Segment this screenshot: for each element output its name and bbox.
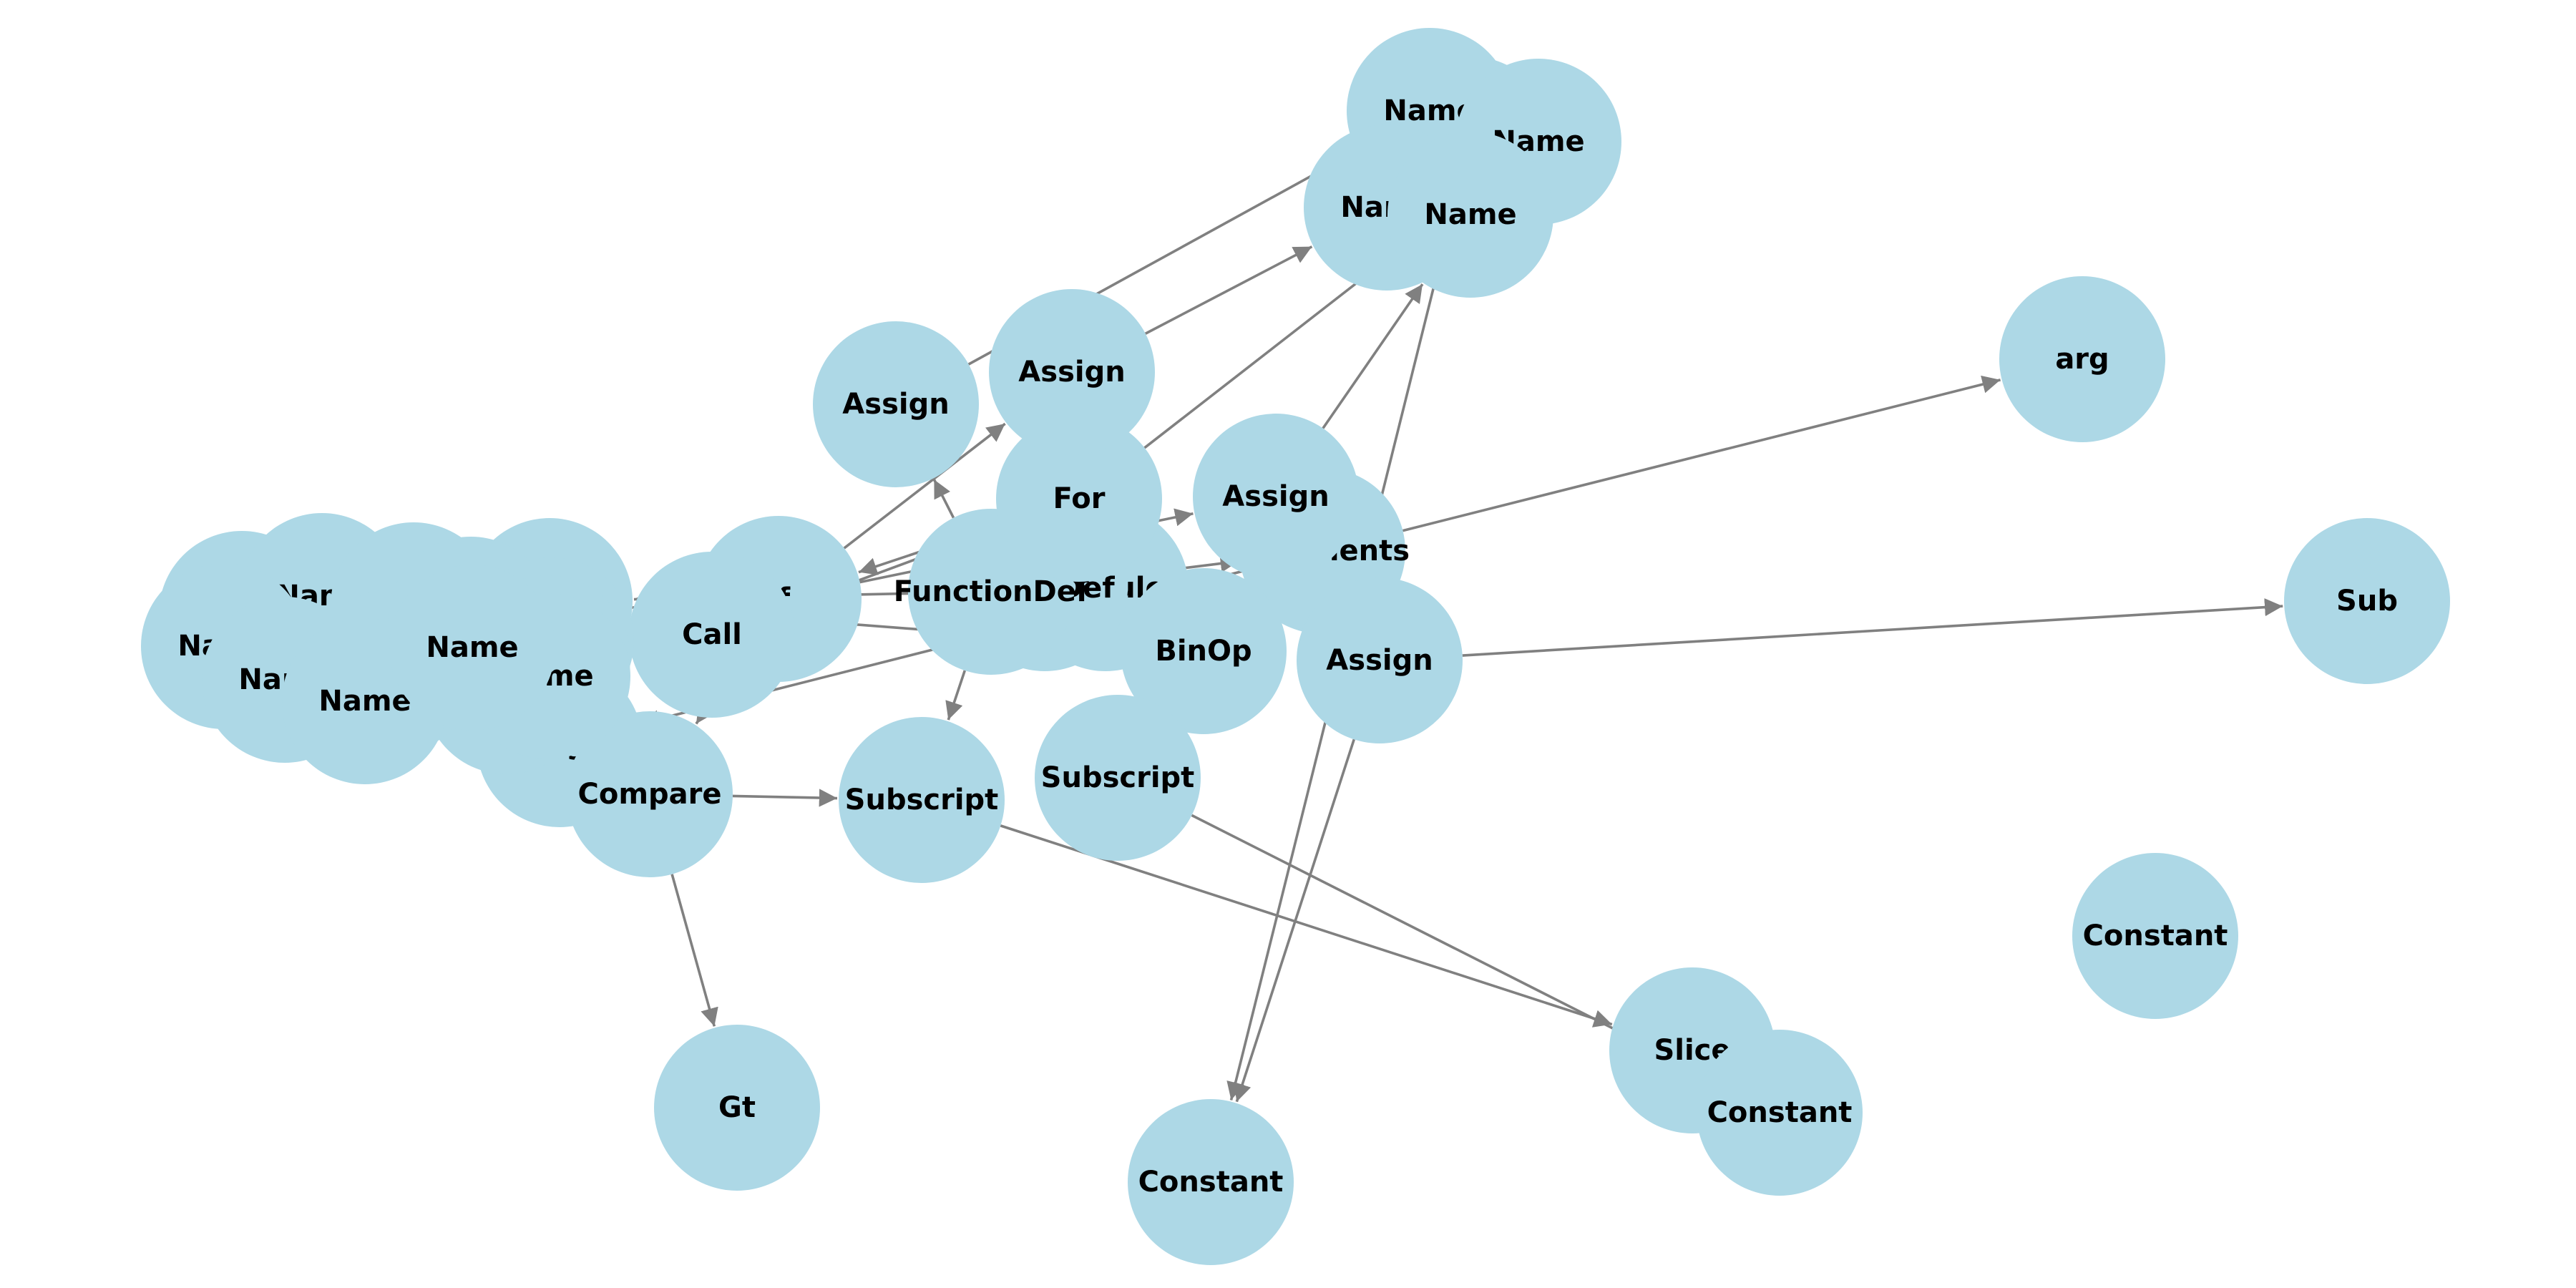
node-label: Assign bbox=[1326, 644, 1433, 677]
node-circle bbox=[989, 289, 1155, 455]
node-label: Subscript bbox=[1041, 761, 1195, 794]
node-label: FunctionDef bbox=[894, 575, 1089, 608]
edge-assign2-to-name_t3 bbox=[1144, 245, 1313, 335]
edge-if-to-assign2 bbox=[843, 422, 1006, 550]
node-circle bbox=[1297, 577, 1463, 743]
node-label: Name bbox=[426, 631, 518, 664]
node-circle bbox=[389, 565, 555, 731]
node-circle bbox=[567, 711, 733, 877]
node-circle bbox=[996, 416, 1162, 582]
node-circle bbox=[629, 552, 795, 718]
edge-arguments-to-arg1 bbox=[1402, 375, 2001, 532]
edge-compare-to-subscript1 bbox=[732, 789, 838, 807]
node-assign4: Assign bbox=[1297, 577, 1463, 743]
node-circle bbox=[813, 321, 979, 487]
node-constant2: Constant bbox=[1697, 1030, 1863, 1196]
node-circle bbox=[1121, 568, 1287, 734]
node-name-l12: Name bbox=[389, 565, 555, 731]
node-circle bbox=[1128, 1099, 1294, 1265]
node-circle bbox=[1035, 695, 1201, 861]
node-label: Constant bbox=[2083, 919, 2228, 952]
node-circle bbox=[2072, 853, 2238, 1019]
node-circle bbox=[1697, 1030, 1863, 1196]
node-label: Subscript bbox=[845, 784, 999, 816]
node-assign3: Assign bbox=[1193, 414, 1359, 580]
node-circle bbox=[1193, 414, 1359, 580]
edge-functiondef-to-subscript1 bbox=[945, 670, 967, 721]
node-circle bbox=[839, 717, 1005, 883]
node-circle bbox=[1387, 132, 1553, 298]
node-assign2: Assign bbox=[989, 289, 1155, 455]
node-label: Assign bbox=[842, 388, 949, 421]
node-constant1: Constant bbox=[1128, 1099, 1294, 1265]
node-label: Constant bbox=[1707, 1096, 1853, 1129]
node-arg1: arg bbox=[1999, 276, 2165, 442]
nodes-layer: ModuleClassDefFunctionDefargumentsargarg… bbox=[141, 28, 2450, 1265]
node-for: For bbox=[996, 416, 1162, 582]
node-label: Compare bbox=[578, 778, 722, 811]
edge-assign4-to-sub bbox=[1462, 598, 2283, 657]
node-label: Constant bbox=[1138, 1166, 1284, 1199]
edge-functiondef-to-assign1 bbox=[932, 479, 955, 519]
node-circle bbox=[654, 1025, 820, 1191]
node-gt: Gt bbox=[654, 1025, 820, 1191]
node-label: Assign bbox=[1222, 480, 1329, 513]
edge-assign3-to-name_t4 bbox=[1322, 283, 1424, 429]
node-subscript1: Subscript bbox=[839, 717, 1005, 883]
node-compare: Compare bbox=[567, 711, 733, 877]
node-circle bbox=[1999, 276, 2165, 442]
node-binop: BinOp bbox=[1121, 568, 1287, 734]
node-label: For bbox=[1053, 482, 1106, 515]
node-circle bbox=[2284, 518, 2450, 684]
node-label: arg bbox=[2055, 343, 2109, 376]
node-sub: Sub bbox=[2284, 518, 2450, 684]
node-label: Gt bbox=[718, 1091, 756, 1124]
node-label: Name bbox=[318, 685, 411, 718]
node-name-t4: Name bbox=[1387, 132, 1553, 298]
node-constant3: Constant bbox=[2072, 853, 2238, 1019]
node-label: Sub bbox=[2336, 585, 2398, 618]
node-label: Assign bbox=[1018, 356, 1125, 389]
node-subscript2: Subscript bbox=[1035, 695, 1201, 861]
node-call: Call bbox=[629, 552, 795, 718]
node-label: BinOp bbox=[1155, 635, 1252, 668]
edge-compare-to-gt bbox=[670, 874, 718, 1027]
node-assign1: Assign bbox=[813, 321, 979, 487]
node-label: Name bbox=[1424, 198, 1516, 231]
node-label: Call bbox=[682, 618, 742, 651]
